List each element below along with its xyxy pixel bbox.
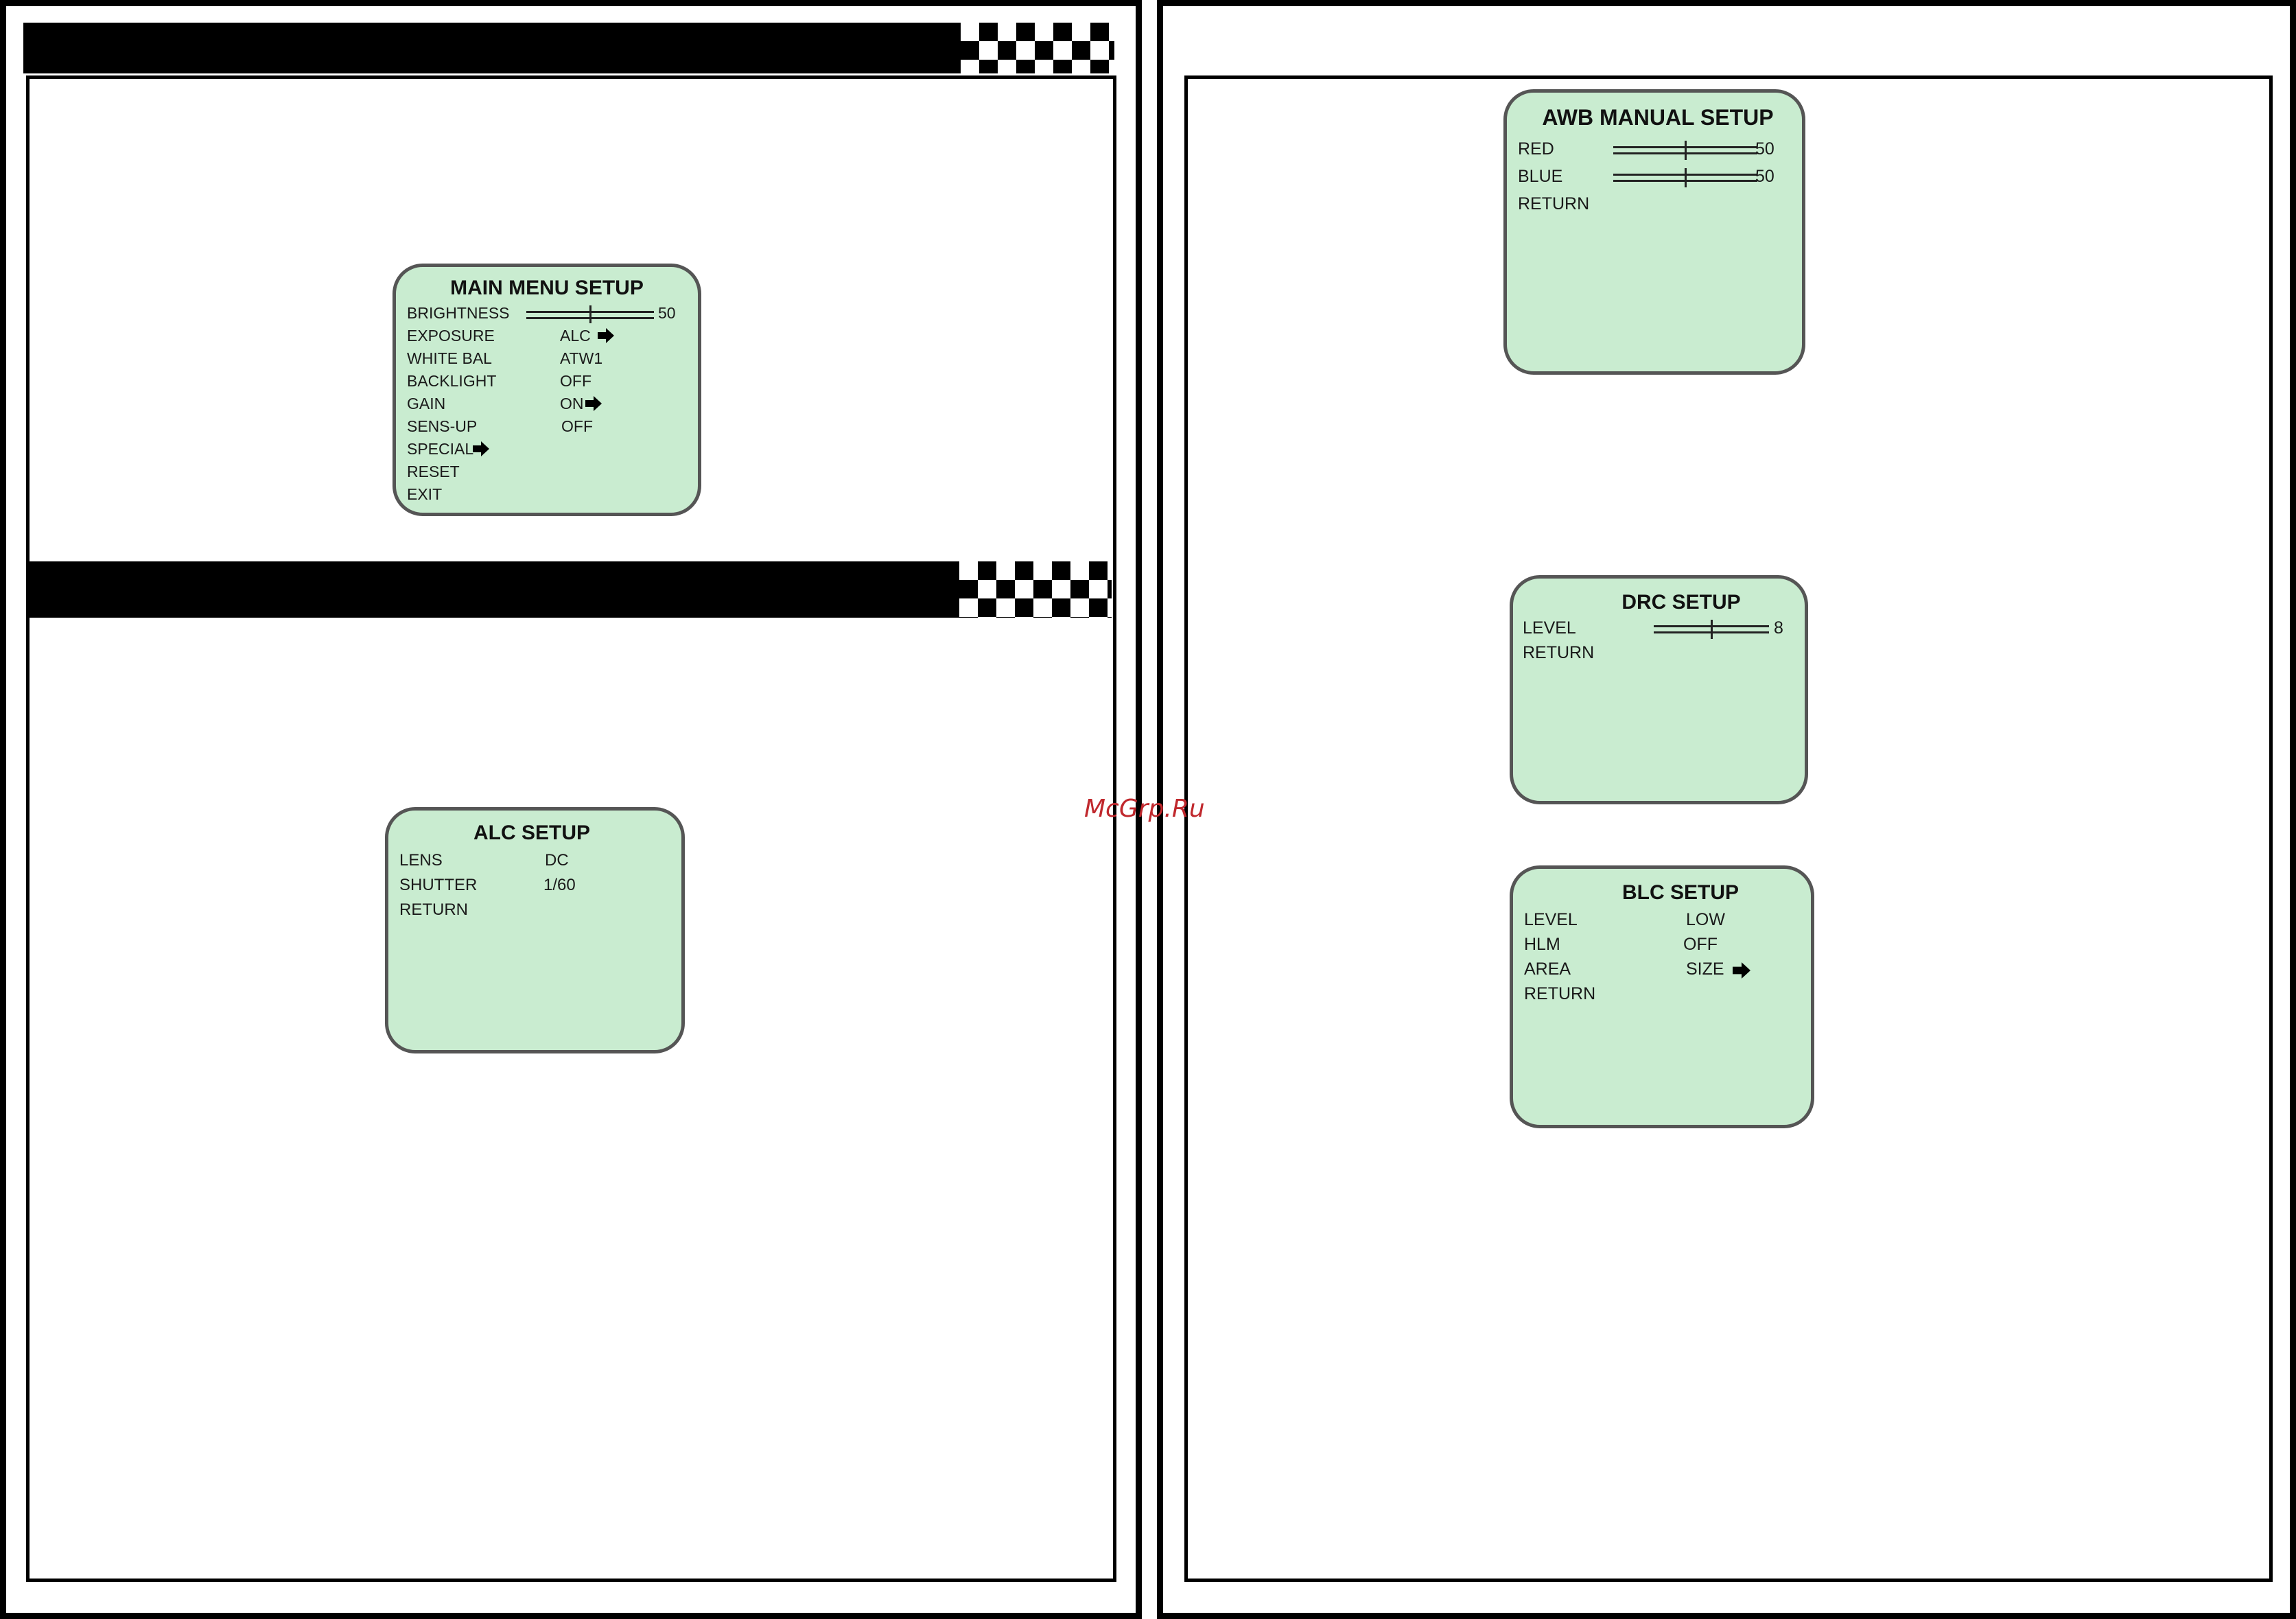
main-menu-osd: MAIN MENU SETUP BRIGHTNESS 50 EXPOSURE A… [393,264,701,516]
blue-slider-knob[interactable] [1685,168,1687,187]
red-slider-knob[interactable] [1685,141,1687,160]
drc-level-value: 8 [1774,618,1783,638]
sens-up-label: SENS-UP [407,417,477,436]
area-arrow-icon[interactable] [1733,962,1750,979]
checker-pattern-middle [959,561,1112,618]
exit-label[interactable]: EXIT [407,485,442,504]
lens-value: DC [545,851,569,870]
alc-setup-title: ALC SETUP [388,822,675,845]
watermark-text: McGrp.Ru [1084,795,1205,823]
blc-level-label: LEVEL [1524,910,1578,930]
backlight-value: OFF [560,372,591,391]
brightness-value: 50 [658,304,676,323]
brightness-label: BRIGHTNESS [407,304,510,323]
blc-setup-osd: BLC SETUP LEVEL LOW HLM OFF AREA SIZE RE… [1510,865,1814,1128]
backlight-label: BACKLIGHT [407,372,496,391]
main-menu-title: MAIN MENU SETUP [396,277,698,300]
red-label: RED [1518,139,1554,159]
lens-label: LENS [399,851,443,870]
shutter-label: SHUTTER [399,876,477,895]
exposure-label: EXPOSURE [407,327,495,345]
shutter-value: 1/60 [543,876,576,895]
gain-value: ON [560,395,584,413]
red-value: 50 [1755,139,1774,159]
sens-up-value: OFF [561,417,593,436]
gain-arrow-icon[interactable] [585,396,602,411]
drc-setup-title: DRC SETUP [1513,591,1849,614]
area-value: SIZE [1686,959,1724,979]
blc-setup-title: BLC SETUP [1513,881,1848,905]
white-bal-value: ATW1 [560,349,602,368]
brightness-slider-knob[interactable] [589,305,591,323]
alc-return-label[interactable]: RETURN [399,900,468,920]
alc-setup-osd: ALC SETUP LENS DC SHUTTER 1/60 RETURN [385,807,685,1053]
drc-setup-osd: DRC SETUP LEVEL 8 RETURN [1510,575,1808,804]
blue-value: 50 [1755,167,1774,187]
blc-return-label[interactable]: RETURN [1524,984,1595,1004]
gain-label: GAIN [407,395,445,413]
special-arrow-icon[interactable] [473,441,489,456]
blc-level-value: LOW [1686,910,1725,930]
hlm-label: HLM [1524,935,1560,955]
hlm-value: OFF [1683,935,1718,955]
drc-level-slider-knob[interactable] [1711,620,1713,639]
exposure-arrow-icon[interactable] [598,328,614,343]
awb-manual-osd: AWB MANUAL SETUP RED 50 BLUE 50 RETURN [1503,89,1805,375]
exposure-value: ALC [560,327,591,345]
area-label: AREA [1524,959,1571,979]
special-label: SPECIAL [407,440,473,458]
drc-return-label[interactable]: RETURN [1523,643,1594,663]
header-bar-middle [27,561,961,618]
white-bal-label: WHITE BAL [407,349,492,368]
drc-level-label: LEVEL [1523,618,1576,638]
header-bar-top [23,23,963,73]
blue-label: BLUE [1518,167,1562,187]
checker-pattern-top [961,23,1114,73]
awb-manual-title: AWB MANUAL SETUP [1507,105,1809,130]
awb-return-label[interactable]: RETURN [1518,194,1589,214]
reset-label[interactable]: RESET [407,463,460,481]
